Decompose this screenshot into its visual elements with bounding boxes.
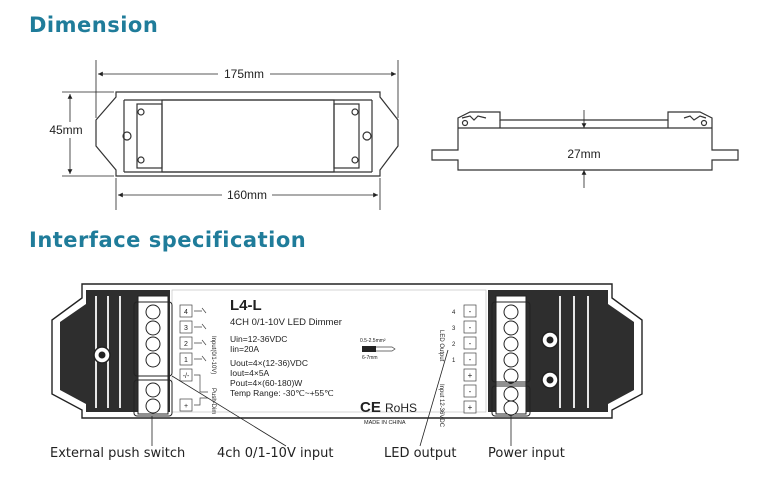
right-pin-labels: - - - - + - + — [463, 304, 477, 414]
left-pin-minus: -/- — [183, 373, 190, 380]
right-terminal-block — [491, 295, 531, 417]
dimension-heading: Dimension — [29, 13, 159, 37]
left-pin-4: 4 — [184, 309, 188, 316]
side-view-drawing — [431, 111, 739, 171]
spec-uin: Uin=12-36VDC — [230, 334, 287, 344]
interface-heading: Interface specification — [29, 228, 307, 252]
dim-27-label: 27mm — [567, 147, 600, 161]
right-pin-power-plus: + — [468, 403, 473, 412]
channel-label-4: 4 — [452, 310, 456, 316]
strip-length-label: 6-7mm — [362, 355, 378, 361]
left-pin-plus: + — [184, 403, 188, 410]
left-wiring-symbols — [194, 307, 208, 406]
made-in-china: MADE IN CHINA — [364, 420, 406, 426]
wire-gauge-label: 0.5-2.5mm² — [360, 338, 386, 344]
right-pin-power-minus: - — [469, 387, 472, 396]
right-channel-labels: 4 3 2 1 — [452, 310, 456, 364]
spec-uout: Uout=4×(12-36)VDC — [230, 358, 308, 368]
power-input-label: Input 12-36VDC — [438, 384, 444, 428]
dim-175-label: 175mm — [224, 67, 264, 81]
channel-label-1: 1 — [452, 358, 456, 364]
left-pin-1: 1 — [184, 357, 188, 364]
dim-45-label: 45mm — [49, 123, 82, 137]
left-pin-3: 3 — [184, 325, 188, 332]
dim-160-label: 160mm — [227, 188, 267, 202]
model-description: 4CH 0/1-10V LED Dimmer — [230, 317, 342, 328]
callout-power-input: Power input — [488, 446, 565, 461]
left-pin-2: 2 — [184, 341, 188, 348]
spec-temp: Temp Range: -30℃~+55℃ — [230, 388, 334, 398]
right-pin-ch2: - — [469, 339, 472, 348]
right-pin-ch1: - — [469, 355, 472, 364]
ce-mark: CE — [360, 399, 381, 416]
led-output-label: LED Output — [438, 330, 444, 362]
input-010v-label: Input(0/1-10V) — [210, 336, 216, 374]
product-label: L4-L 4CH 0/1-10V LED Dimmer Uin=12-36VDC… — [230, 297, 417, 426]
spec-iout: Iout=4×5A — [230, 368, 270, 378]
wire-strip-icon: 0.5-2.5mm² 6-7mm — [360, 338, 396, 361]
callout-input: 4ch 0/1-10V input — [217, 446, 334, 461]
channel-label-2: 2 — [452, 342, 456, 348]
callout-leaders — [151, 349, 512, 447]
left-terminal-block — [133, 295, 173, 417]
right-pin-ch4: - — [469, 307, 472, 316]
callout-push-switch: External push switch — [50, 446, 186, 461]
spec-pout: Pout=4×(60-180)W — [230, 378, 302, 388]
channel-label-3: 3 — [452, 326, 456, 332]
model-name: L4-L — [230, 297, 262, 314]
left-pin-labels: 4 3 2 1 -/- + — [179, 304, 193, 412]
right-pin-led-plus: + — [468, 371, 473, 380]
top-view-drawing — [95, 91, 399, 177]
spec-iin: Iin=20A — [230, 344, 259, 354]
dimension-lines-side — [560, 110, 600, 188]
callout-led-output: LED output — [384, 446, 457, 461]
rohs-mark: RoHS — [385, 401, 417, 415]
right-pin-ch3: - — [469, 323, 472, 332]
